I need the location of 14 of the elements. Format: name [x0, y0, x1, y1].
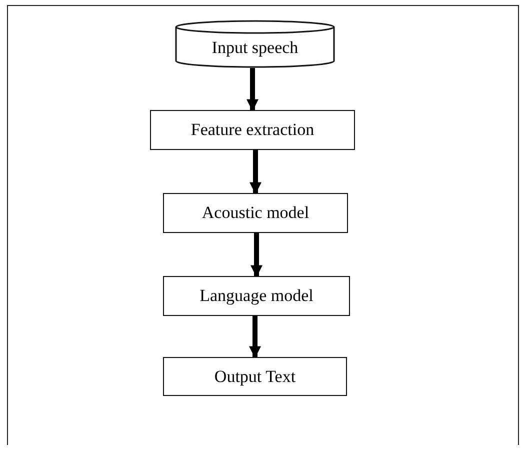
input-cylinder: [175, 20, 335, 68]
arrow: [250, 233, 262, 278]
process-box: [163, 276, 350, 316]
arrow: [249, 316, 261, 358]
node-label: Feature extraction: [190, 120, 314, 140]
arrow: [246, 68, 258, 112]
node-label: Language model: [200, 286, 314, 306]
node-label: Acoustic model: [202, 203, 310, 223]
arrow: [250, 150, 262, 194]
process-box: [163, 357, 347, 396]
process-box: [163, 193, 348, 233]
process-box: [150, 110, 355, 150]
node-label: Input speech: [212, 38, 298, 58]
node-label: Output Text: [214, 366, 296, 386]
